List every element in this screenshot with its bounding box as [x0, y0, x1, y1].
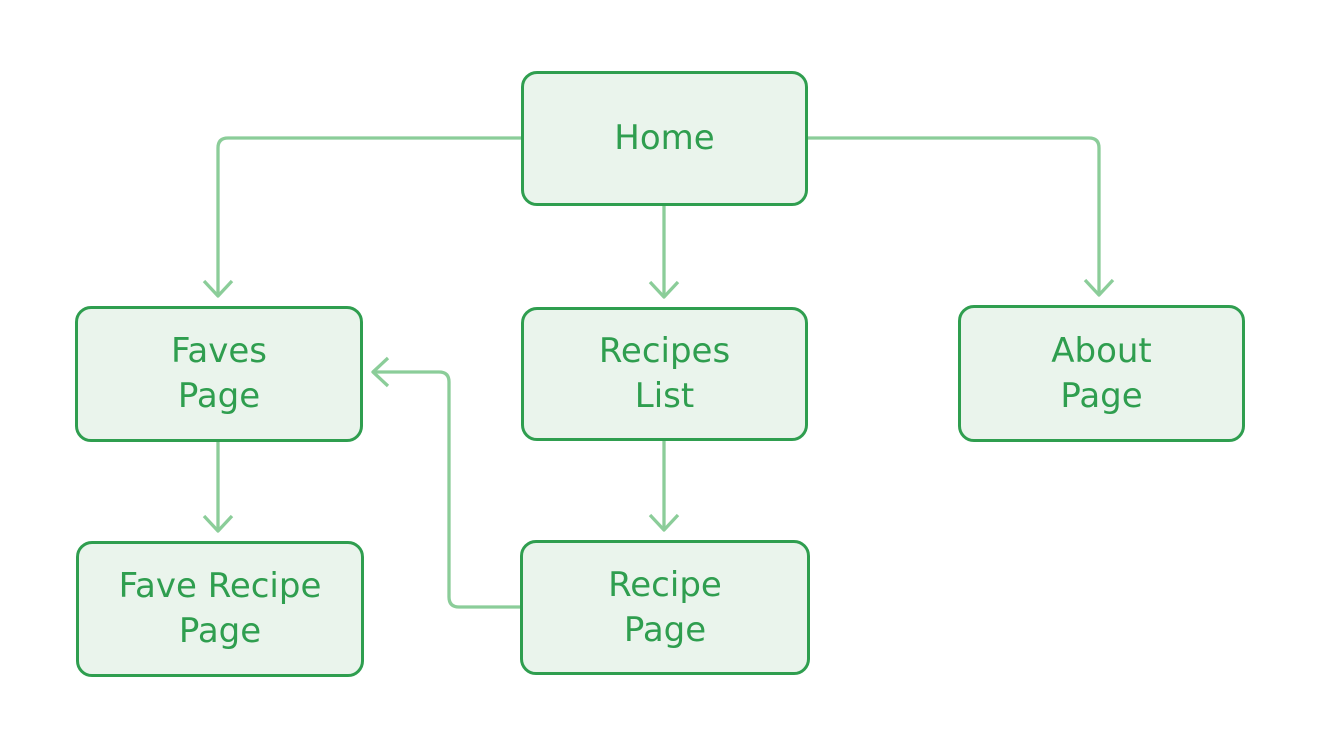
node-about-page: About Page — [958, 305, 1245, 442]
node-home: Home — [521, 71, 808, 206]
node-recipe-page-label: Recipe Page — [608, 564, 722, 650]
arrowhead-down-icon — [1083, 278, 1115, 297]
node-recipe-page: Recipe Page — [520, 540, 810, 675]
arrowhead-down-icon — [202, 514, 234, 533]
node-recipes-list: Recipes List — [521, 307, 808, 441]
node-fave-recipe-page: Fave Recipe Page — [76, 541, 364, 677]
node-faves-page-label: Faves Page — [170, 331, 268, 416]
arrowhead-left-icon — [371, 356, 390, 388]
edge-home-to-recipes-list — [648, 206, 680, 299]
edge-home-to-about-page — [808, 136, 1115, 297]
arrowhead-down-icon — [202, 279, 234, 298]
edge-faves-page-to-fave-recipe-page — [202, 442, 234, 533]
arrowhead-down-icon — [648, 280, 680, 299]
node-home-label: Home — [614, 118, 715, 159]
edge-home-to-faves-page — [202, 136, 521, 298]
node-fave-recipe-page-label: Fave Recipe Page — [118, 566, 322, 651]
node-faves-page: Faves Page — [75, 306, 363, 442]
edge-recipes-list-to-recipe-page — [648, 441, 680, 532]
node-recipes-list-label: Recipes List — [598, 331, 731, 416]
edge-recipe-page-to-faves-page — [371, 356, 520, 609]
node-about-page-label: About Page — [1051, 330, 1152, 416]
arrowhead-down-icon — [648, 513, 680, 532]
